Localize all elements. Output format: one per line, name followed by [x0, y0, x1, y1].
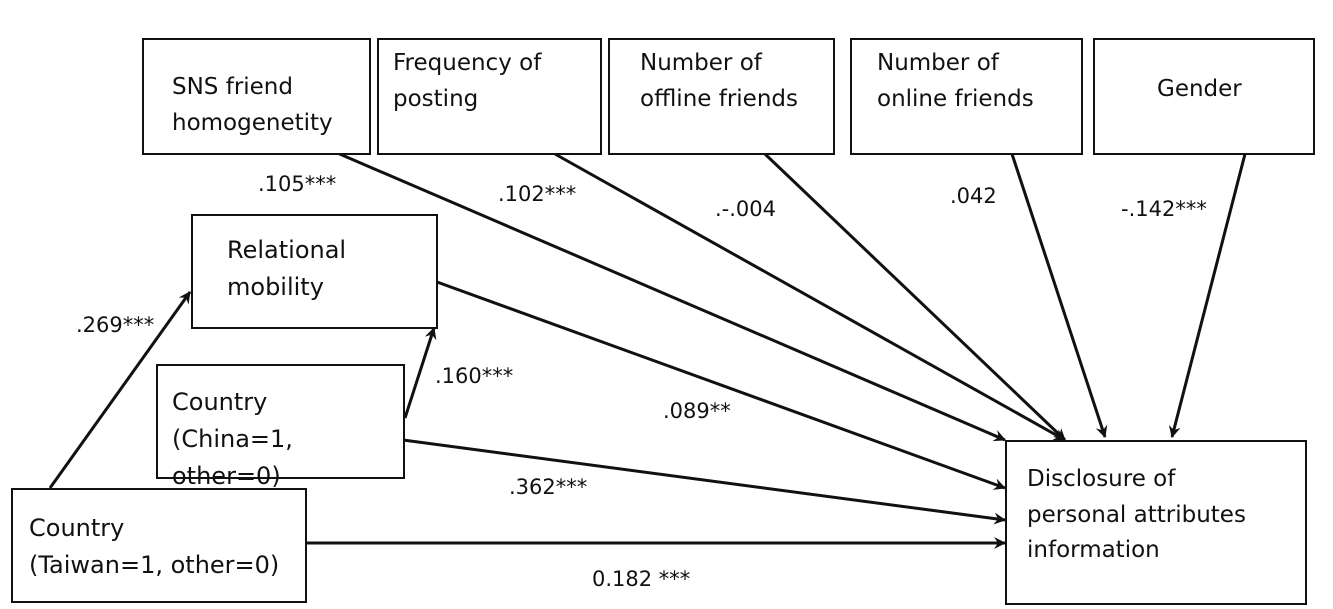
- coefficient-taiwan-mobility: .269***: [76, 313, 155, 337]
- node-label: Gender: [1157, 76, 1242, 102]
- arrow-mobility-to-disclosure: [436, 280, 1006, 490]
- coefficient-china-mobility: .160***: [435, 364, 514, 388]
- node-label: Disclosure of personal attributes inform…: [1027, 466, 1246, 564]
- coefficient-china-disclosure: .362***: [509, 475, 588, 499]
- node-country-taiwan: Country (Taiwan=1, other=0): [11, 488, 307, 603]
- node-label: Country (Taiwan=1, other=0): [29, 514, 280, 580]
- coefficient-taiwan-disclosure: 0.182 ***: [592, 567, 691, 591]
- arrow-sns-homogeneity-to-disclosure: [334, 150, 1006, 442]
- node-label: Number of offline friends: [640, 50, 798, 112]
- arrow-china-to-mobility: [403, 327, 437, 419]
- arrow-gender-to-disclosure: [1168, 153, 1247, 438]
- node-frequency-of-posting: Frequency of posting: [377, 38, 602, 155]
- node-gender: Gender: [1093, 38, 1315, 155]
- node-label: Relational mobility: [227, 236, 347, 302]
- node-label: Number of online friends: [877, 50, 1034, 112]
- node-label: SNS friend homogenetity: [172, 74, 333, 136]
- coefficient-online-friends: .042: [950, 184, 997, 208]
- node-label: Country (China=1, other=0): [172, 388, 293, 491]
- coefficient-relational-mobility: .089**: [663, 399, 731, 423]
- coefficient-sns-homogeneity: .105***: [258, 172, 337, 196]
- node-disclosure: Disclosure of personal attributes inform…: [1005, 440, 1307, 605]
- arrow-taiwan-to-mobility: [48, 291, 192, 489]
- arrow-offline-to-disclosure: [763, 152, 1067, 442]
- arrow-online-to-disclosure: [1010, 153, 1108, 438]
- coefficient-posting-frequency: .102***: [498, 182, 577, 206]
- node-relational-mobility: Relational mobility: [191, 214, 438, 329]
- node-sns-friend-homogeneity: SNS friend homogenetity: [142, 38, 371, 155]
- node-online-friends: Number of online friends: [850, 38, 1083, 155]
- node-country-china: Country (China=1, other=0): [156, 364, 405, 490]
- node-label: Frequency of posting: [393, 50, 542, 112]
- node-offline-friends: Number of offline friends: [608, 38, 835, 155]
- coefficient-gender: -.142***: [1121, 197, 1207, 221]
- coefficient-offline-friends: .-.004: [715, 197, 777, 221]
- arrow-posting-to-disclosure: [554, 152, 1066, 442]
- arrow-china-to-disclosure: [402, 438, 1006, 525]
